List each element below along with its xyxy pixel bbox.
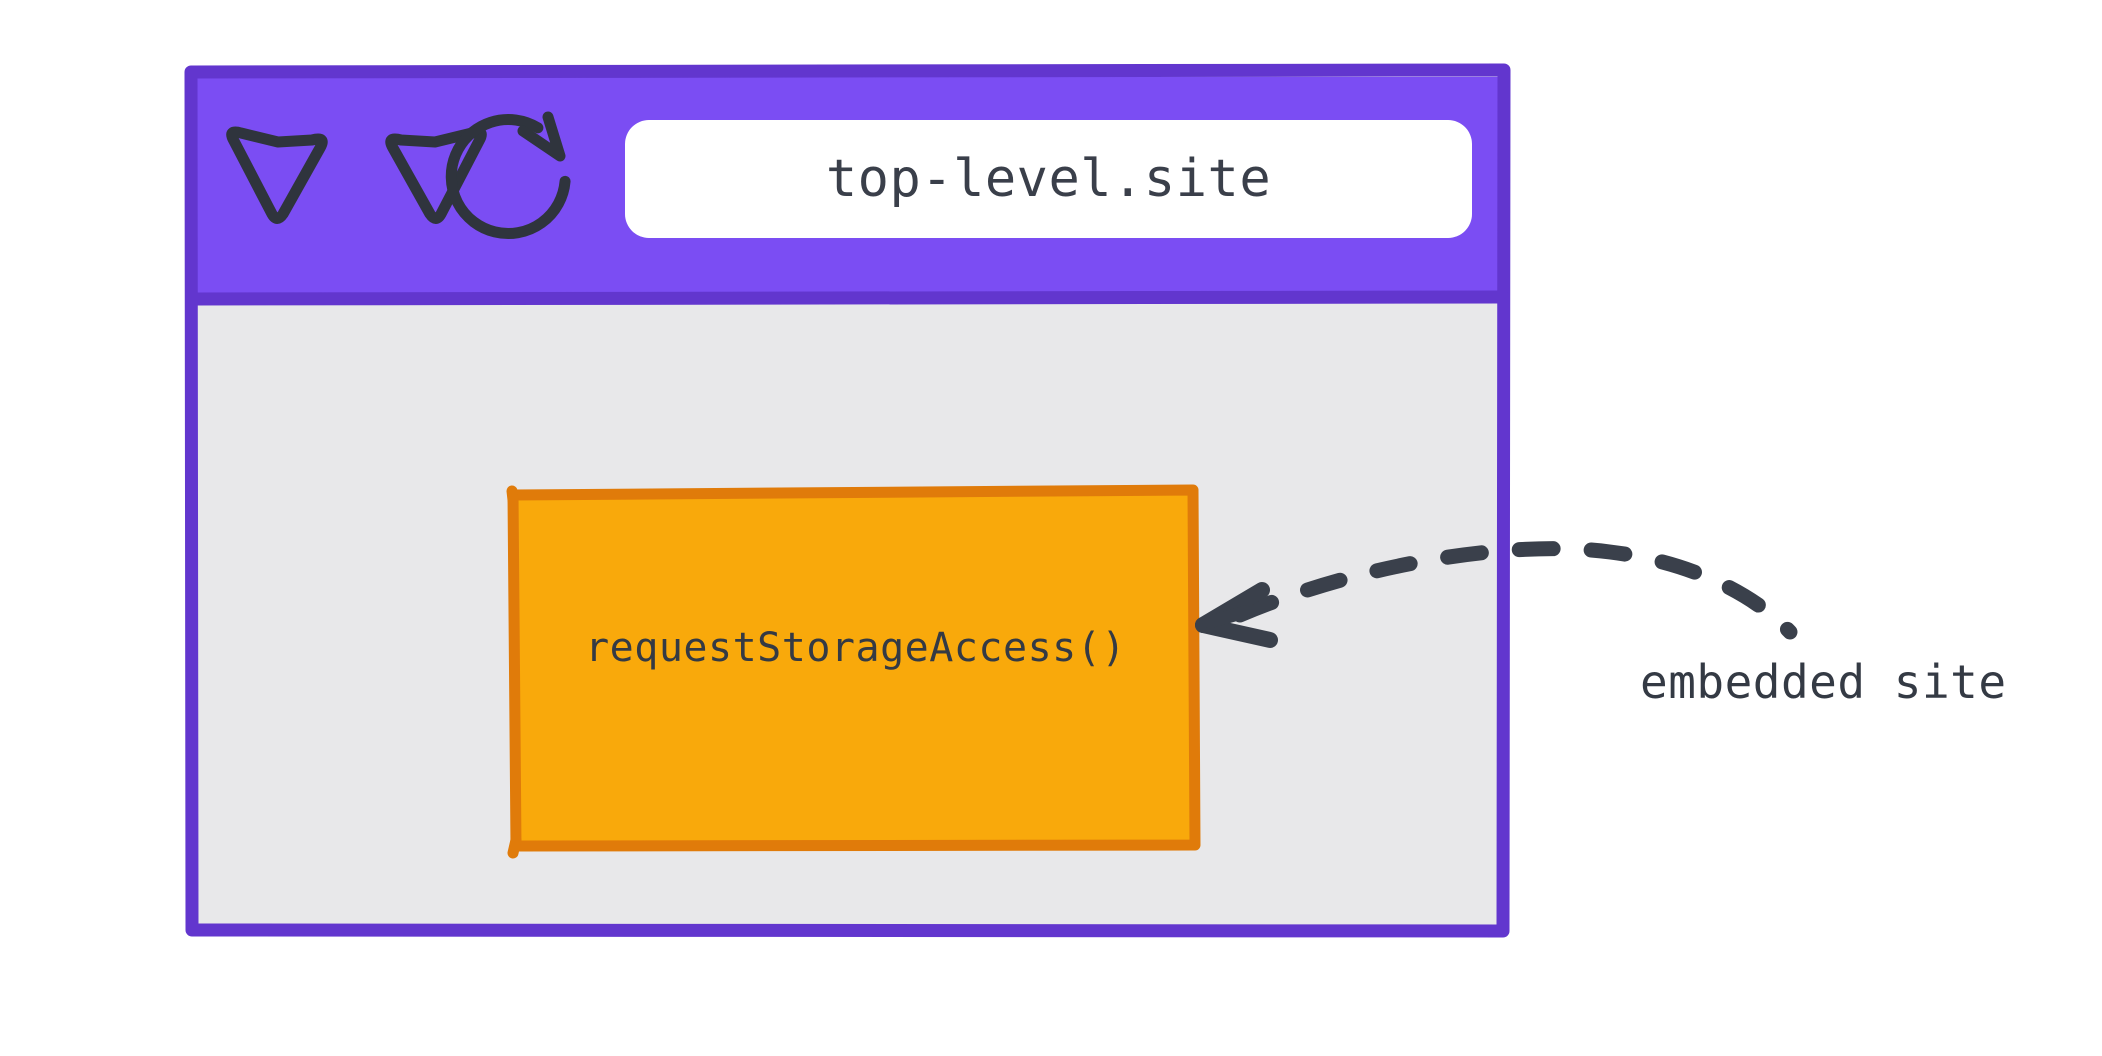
reload-circle-arrow-icon: [445, 111, 571, 239]
triangle-left-icon: [226, 126, 328, 224]
embedded-frame[interactable]: [506, 484, 1201, 859]
reload-button[interactable]: [433, 104, 578, 252]
embedded-frame-fill: [516, 492, 1195, 845]
embedded-frame-label: requestStorageAccess(): [585, 625, 1126, 671]
annotation-label: embedded site: [1640, 655, 2007, 709]
dashed-curved-arrow: [1195, 541, 1798, 648]
toolbar-divider: [187, 290, 1510, 306]
address-bar-value[interactable]: top-level.site: [825, 149, 1272, 209]
browser-window-frame: [184, 63, 1511, 938]
address-bar[interactable]: [625, 120, 1472, 238]
back-button[interactable]: [226, 126, 328, 224]
frame-corner-overshoot-tl: [506, 485, 519, 506]
embedded-frame-border: [507, 484, 1201, 852]
frame-corner-overshoot-bl: [507, 834, 522, 859]
browser-window: [184, 63, 1511, 938]
